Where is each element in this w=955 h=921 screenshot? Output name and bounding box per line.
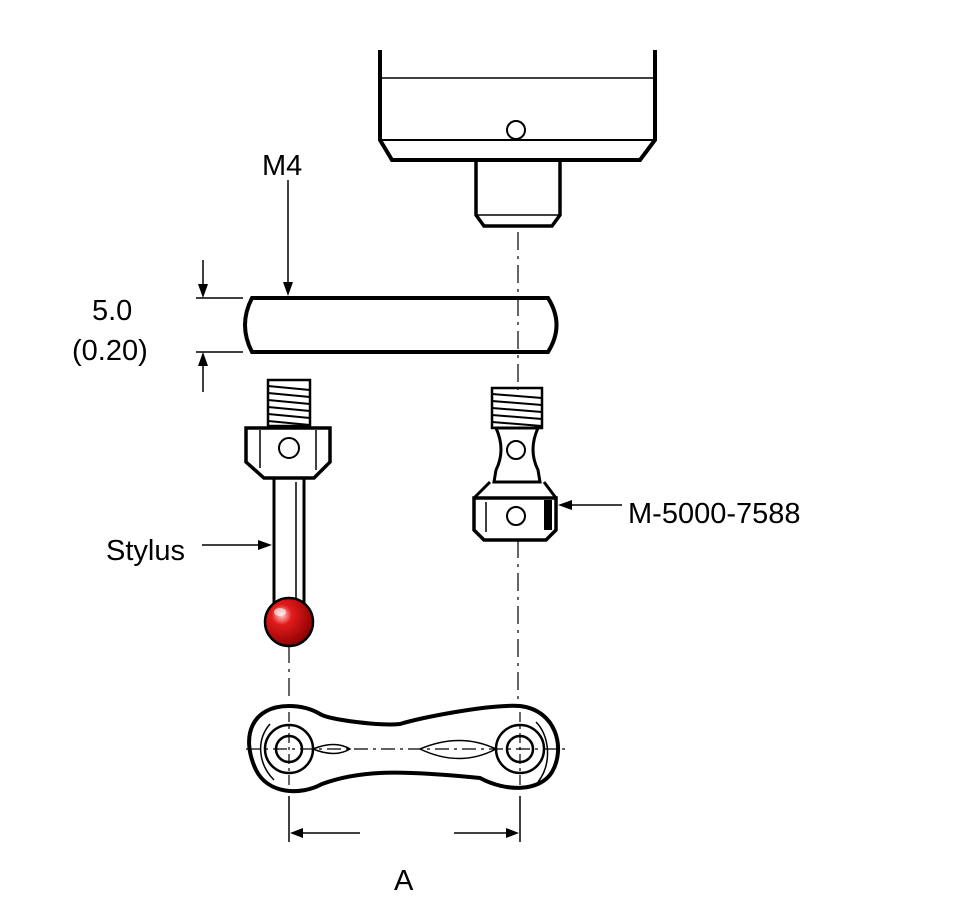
probe-body [378, 50, 657, 228]
arrow-right-icon [258, 540, 272, 550]
arrow-left-icon [290, 828, 303, 838]
part-number-leader [558, 500, 622, 510]
arrow-down-icon [283, 282, 293, 296]
arrow-left-icon [558, 500, 572, 510]
stylus-collar-hole [278, 437, 300, 459]
arrow-down-icon [198, 284, 208, 298]
extension-bar [243, 296, 559, 354]
link-arm [246, 703, 568, 794]
stylus-leader [202, 540, 272, 550]
stylus-label: Stylus [106, 535, 185, 567]
thread-label: M4 [262, 150, 302, 182]
dimension-a-label: A [394, 865, 414, 897]
adaptor-neck-hole [506, 440, 526, 460]
stylus [244, 378, 332, 648]
thickness-dimension [196, 260, 243, 392]
thickness-mm-label: 5.0 [92, 295, 132, 327]
stylus-ball [263, 596, 315, 648]
part-number-label: M-5000-7588 [628, 498, 801, 530]
adaptor [472, 386, 558, 542]
probe-hole [506, 120, 526, 140]
thickness-in-label: (0.20) [72, 335, 148, 367]
adaptor-flange-hole [506, 506, 526, 526]
m4-leader [283, 180, 293, 296]
arrow-up-icon [198, 352, 208, 366]
centre-lines [288, 232, 519, 700]
probe-spigot [474, 160, 562, 228]
arrow-right-icon [506, 828, 519, 838]
dimension-a [288, 796, 521, 842]
